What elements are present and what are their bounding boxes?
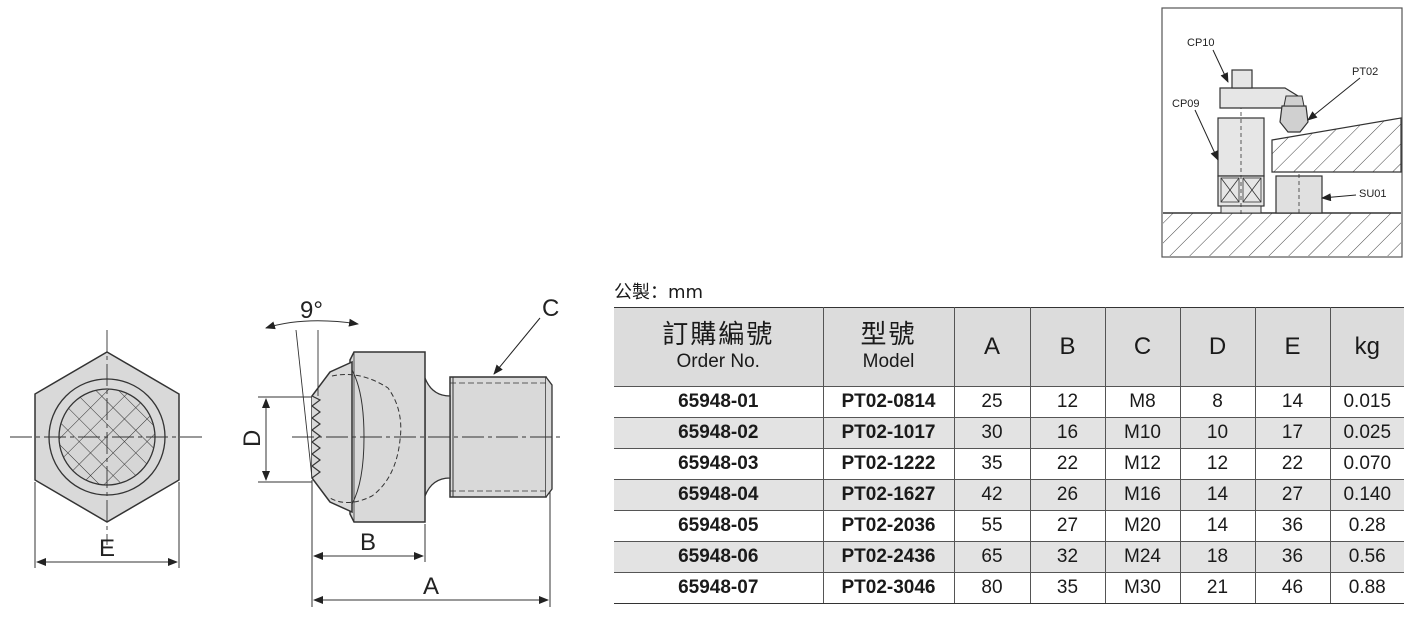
table-row: 65948-04 PT02-1627 42 26 M16 14 27 0.140 (614, 479, 1404, 511)
cell-c: M16 (1104, 479, 1181, 511)
cell-e: 27 (1254, 479, 1331, 511)
cell-a: 42 (953, 479, 1031, 511)
dim-e-label: E (99, 535, 115, 562)
cell-a: 30 (953, 417, 1031, 449)
cell-d: 8 (1179, 386, 1256, 418)
cell-b: 26 (1029, 479, 1106, 511)
cell-kg: 0.56 (1329, 541, 1404, 573)
header-a: A (953, 307, 1031, 387)
table-row: 65948-01 PT02-0814 25 12 M8 8 14 0.015 (614, 386, 1404, 418)
cell-model: PT02-3046 (822, 572, 955, 604)
cell-d: 10 (1179, 417, 1256, 449)
cell-a: 80 (953, 572, 1031, 604)
cell-order-no: 65948-03 (614, 448, 824, 480)
header-model: 型號 Model (822, 307, 955, 387)
cell-model: PT02-1017 (822, 417, 955, 449)
cell-model: PT02-1222 (822, 448, 955, 480)
spec-table: 訂購編號 Order No. 型號 Model A B C D E kg 659… (614, 307, 1404, 604)
cell-b: 12 (1029, 386, 1106, 418)
application-inset: CP10 PT02 CP09 SU01 (1161, 7, 1403, 258)
cell-b: 32 (1029, 541, 1106, 573)
cell-order-no: 65948-05 (614, 510, 824, 542)
cell-d: 18 (1179, 541, 1256, 573)
cell-a: 35 (953, 448, 1031, 480)
header-order-no-zh: 訂購編號 (662, 320, 775, 350)
table-row: 65948-05 PT02-2036 55 27 M20 14 36 0.28 (614, 510, 1404, 542)
cell-order-no: 65948-01 (614, 386, 824, 418)
cell-kg: 0.28 (1329, 510, 1404, 542)
cell-a: 25 (953, 386, 1031, 418)
dim-b-label: B (360, 529, 376, 556)
hex-end-view: E (10, 330, 202, 568)
cell-model: PT02-2436 (822, 541, 955, 573)
cell-kg: 0.025 (1329, 417, 1404, 449)
cell-model: PT02-1627 (822, 479, 955, 511)
header-order-no: 訂購編號 Order No. (614, 307, 824, 387)
dim-a-label: A (423, 573, 439, 600)
header-model-zh: 型號 (860, 320, 917, 350)
cell-kg: 0.140 (1329, 479, 1404, 511)
table-row: 65948-07 PT02-3046 80 35 M30 21 46 0.88 (614, 572, 1404, 604)
cell-order-no: 65948-04 (614, 479, 824, 511)
header-e: E (1254, 307, 1331, 387)
cell-order-no: 65948-06 (614, 541, 824, 573)
cell-e: 17 (1254, 417, 1331, 449)
cell-e: 22 (1254, 448, 1331, 480)
header-kg: kg (1329, 307, 1404, 387)
table-row: 65948-02 PT02-1017 30 16 M10 10 17 0.025 (614, 417, 1404, 449)
cell-c: M10 (1104, 417, 1181, 449)
cell-kg: 0.070 (1329, 448, 1404, 480)
cell-d: 14 (1179, 479, 1256, 511)
cell-a: 55 (953, 510, 1031, 542)
cell-order-no: 65948-02 (614, 417, 824, 449)
dim-d-label: D (239, 430, 266, 447)
inset-label-cp09: CP09 (1172, 98, 1200, 110)
table-header-row: 訂購編號 Order No. 型號 Model A B C D E kg (614, 307, 1404, 387)
cell-c: M12 (1104, 448, 1181, 480)
table-row: 65948-06 PT02-2436 65 32 M24 18 36 0.56 (614, 541, 1404, 573)
header-order-no-en: Order No. (676, 351, 760, 372)
cell-kg: 0.015 (1329, 386, 1404, 418)
cell-e: 14 (1254, 386, 1331, 418)
cell-a: 65 (953, 541, 1031, 573)
cell-b: 22 (1029, 448, 1106, 480)
inset-label-cp10: CP10 (1187, 37, 1215, 49)
angle-label: 9° (300, 297, 323, 324)
cell-c: M8 (1104, 386, 1181, 418)
header-b: B (1029, 307, 1106, 387)
unit-label: 公製：mm (614, 282, 704, 303)
side-view: 9° C D B A (239, 295, 560, 607)
cell-d: 14 (1179, 510, 1256, 542)
cell-b: 35 (1029, 572, 1106, 604)
cell-model: PT02-0814 (822, 386, 955, 418)
header-model-en: Model (862, 351, 915, 372)
header-c: C (1104, 307, 1181, 387)
cell-b: 16 (1029, 417, 1106, 449)
cell-c: M20 (1104, 510, 1181, 542)
header-d: D (1179, 307, 1256, 387)
dim-c-label: C (542, 295, 559, 322)
cell-d: 12 (1179, 448, 1256, 480)
cell-e: 46 (1254, 572, 1331, 604)
cell-kg: 0.88 (1329, 572, 1404, 604)
cell-d: 21 (1179, 572, 1256, 604)
cell-model: PT02-2036 (822, 510, 955, 542)
cell-e: 36 (1254, 510, 1331, 542)
cell-order-no: 65948-07 (614, 572, 824, 604)
cell-c: M30 (1104, 572, 1181, 604)
cell-c: M24 (1104, 541, 1181, 573)
inset-label-su01: SU01 (1359, 188, 1387, 200)
cell-b: 27 (1029, 510, 1106, 542)
inset-label-pt02: PT02 (1352, 66, 1378, 78)
cell-e: 36 (1254, 541, 1331, 573)
table-row: 65948-03 PT02-1222 35 22 M12 12 22 0.070 (614, 448, 1404, 480)
